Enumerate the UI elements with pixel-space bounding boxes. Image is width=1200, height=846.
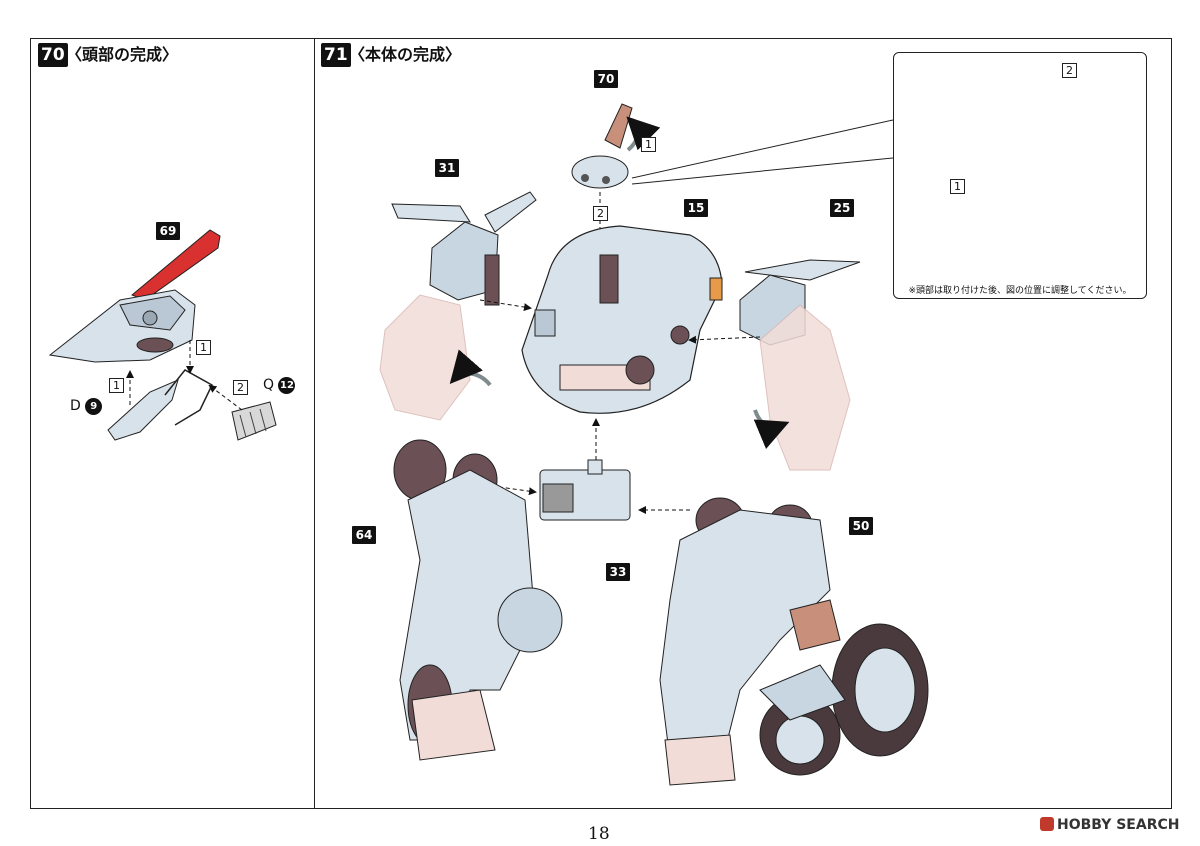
leg-part-64-art xyxy=(393,439,563,761)
part-tag-69: 69 xyxy=(156,222,180,240)
order-box-1-head: 1 xyxy=(641,137,656,152)
step-70-title: 〈頭部の完成〉 xyxy=(66,45,179,64)
arm-part-31-art xyxy=(379,191,537,421)
arm-part-25-art xyxy=(688,259,861,471)
part-tag-50: 50 xyxy=(849,517,873,535)
part-tag-70: 70 xyxy=(594,70,618,88)
order-box-1-jaw: 1 xyxy=(109,378,124,393)
step-71-number: 71 xyxy=(321,43,351,67)
order-box-1: 1 xyxy=(196,340,211,355)
inset-detail-box: 2 1 ※頭部は取り付けた後、図の位置に調整してください。 xyxy=(893,52,1147,299)
watermark-text: HOBBY SEARCH xyxy=(1057,817,1180,833)
runner-label-q12: Q 12 xyxy=(263,376,296,394)
watermark: HOBBY SEARCH xyxy=(1040,817,1179,833)
runner-letter-q: Q xyxy=(263,377,275,393)
page-number: 18 xyxy=(588,824,610,844)
inset-note: ※頭部は取り付けた後、図の位置に調整してください。 xyxy=(908,286,1132,296)
part-tag-15: 15 xyxy=(684,199,708,217)
part-tag-31: 31 xyxy=(435,159,459,177)
runner-label-d9: D 9 xyxy=(70,397,103,415)
part-tag-33: 33 xyxy=(606,563,630,581)
watermark-logo-icon xyxy=(1040,817,1054,831)
step-71-title: 〈本体の完成〉 xyxy=(349,45,462,64)
inset-order-box-1: 1 xyxy=(950,179,965,194)
step-70-number: 70 xyxy=(38,43,68,67)
head-part-70-art xyxy=(571,103,894,267)
inset-order-box-2: 2 xyxy=(1062,63,1077,78)
order-box-2-head: 2 xyxy=(593,206,608,221)
manual-frame xyxy=(30,38,1172,809)
part-tag-64: 64 xyxy=(352,526,376,544)
head-assembly-art xyxy=(48,229,277,441)
runner-number-9: 9 xyxy=(85,397,103,415)
runner-number-12: 12 xyxy=(278,376,296,394)
torso-part-15-art xyxy=(521,225,723,414)
order-box-2: 2 xyxy=(233,380,248,395)
runner-letter-d: D xyxy=(70,398,81,414)
part-tag-25: 25 xyxy=(830,199,854,217)
leg-part-50-art xyxy=(659,497,929,786)
step-divider xyxy=(314,38,315,809)
waist-part-33-art xyxy=(484,418,690,521)
